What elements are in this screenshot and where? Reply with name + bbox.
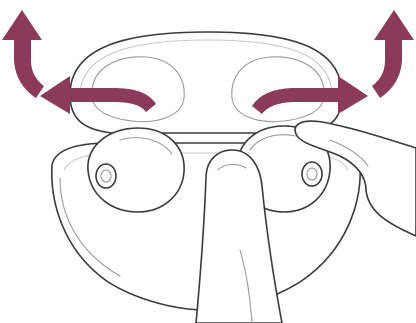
left-earbud	[88, 128, 184, 212]
case-lid	[70, 32, 342, 133]
lift-up-arrow-right	[372, 10, 414, 98]
lift-up-arrow-left	[2, 10, 44, 98]
